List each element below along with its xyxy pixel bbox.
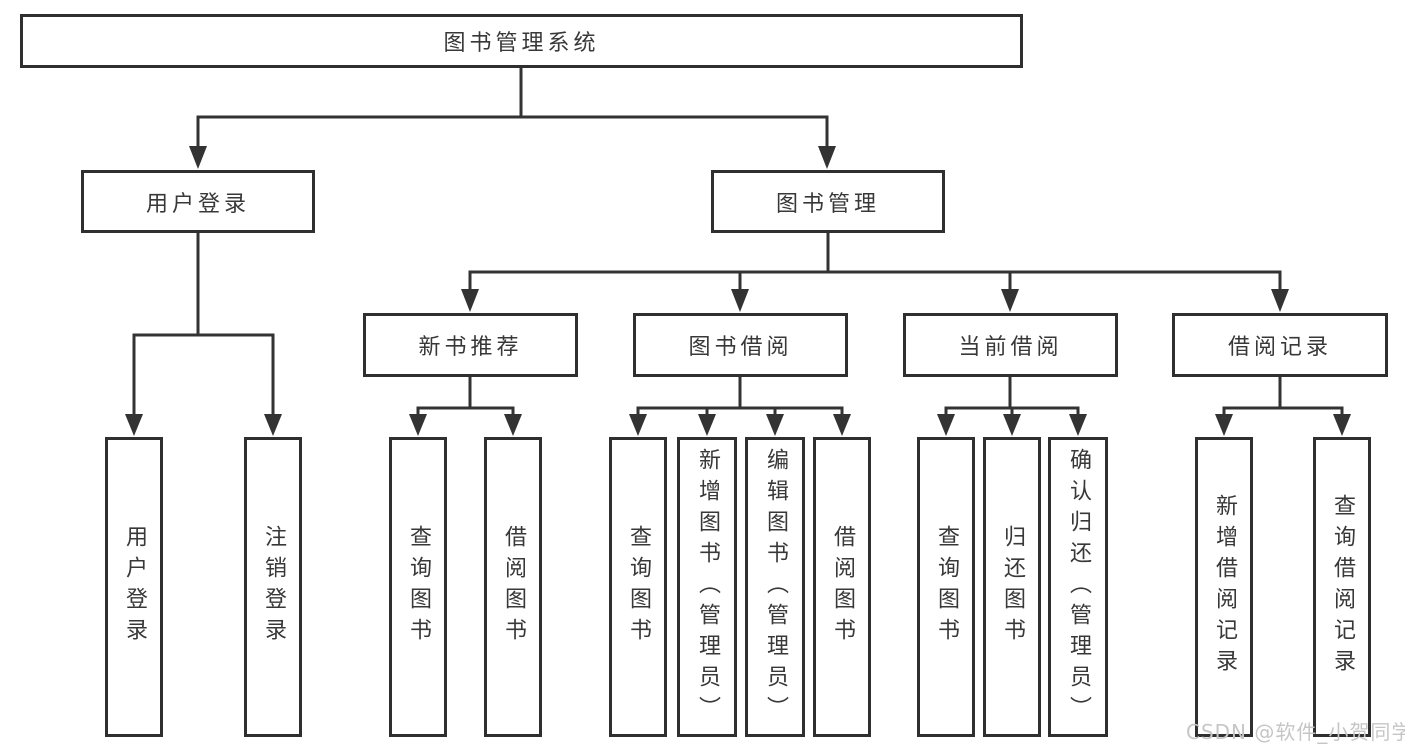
node-leaf-bor-add-label: 新增图书（管理员）	[695, 447, 720, 727]
edge-bookborrow-bar	[636, 406, 844, 415]
node-user-login: 用户登录	[81, 170, 315, 233]
node-user-login-label: 用户登录	[145, 191, 250, 217]
node-leaf-bor-borrow: 借阅图书	[813, 437, 871, 737]
node-leaf-bor-borrow-label: 借阅图书	[830, 525, 855, 649]
arrow-down-icon	[1069, 414, 1087, 436]
arrow-down-icon	[833, 414, 851, 436]
node-leaf-rec-borrow: 借阅图书	[484, 437, 542, 737]
edge-borrowrecords-bar	[1222, 406, 1344, 415]
edge-newbookrec-bar	[416, 406, 515, 415]
arrow-down-icon	[1001, 289, 1019, 312]
arrow-down-icon	[461, 289, 479, 312]
node-leaf-bor-edit: 编辑图书（管理员）	[745, 437, 805, 737]
arrow-down-icon	[731, 289, 749, 312]
edge-bookmgmt-bar	[468, 270, 1282, 291]
node-new-book-rec: 新书推荐	[363, 313, 578, 377]
arrow-down-icon	[504, 414, 522, 436]
node-leaf-bor-query: 查询图书	[609, 437, 667, 737]
edge-root-bar	[196, 115, 829, 148]
node-leaf-cur-confirm-label: 确认归还（管理员）	[1066, 447, 1091, 727]
arrow-down-icon	[1215, 414, 1233, 436]
node-leaf-logout: 注销登录	[244, 437, 302, 737]
node-borrow-records: 借阅记录	[1172, 313, 1388, 377]
node-leaf-bor-edit-label: 编辑图书（管理员）	[763, 447, 788, 727]
node-book-mgmt: 图书管理	[711, 170, 945, 233]
arrow-down-icon	[629, 414, 647, 436]
arrow-down-icon	[1333, 414, 1351, 436]
arrow-down-icon	[1271, 289, 1289, 312]
node-leaf-logout-label: 注销登录	[261, 525, 286, 649]
node-leaf-cur-return: 归还图书	[983, 437, 1041, 737]
node-leaf-records-add-label: 新增借阅记录	[1212, 494, 1237, 680]
arrow-down-icon	[937, 414, 955, 436]
node-borrow-records-label: 借阅记录	[1227, 335, 1332, 360]
node-leaf-login-label: 用户登录	[122, 525, 147, 649]
node-book-borrow: 图书借阅	[633, 313, 848, 377]
node-root: 图书管理系统	[20, 14, 1023, 68]
node-book-mgmt-label: 图书管理	[775, 191, 880, 217]
node-leaf-rec-query-label: 查询图书	[406, 525, 431, 649]
arrow-down-icon	[766, 414, 784, 436]
node-leaf-records-query-label: 查询借阅记录	[1330, 494, 1355, 680]
node-leaf-records-add: 新增借阅记录	[1195, 437, 1253, 737]
node-root-label: 图书管理系统	[443, 31, 600, 56]
node-leaf-cur-return-label: 归还图书	[1000, 525, 1025, 649]
arrow-down-icon	[264, 414, 282, 436]
csdn-watermark: CSDN @软件_小贺同学	[1186, 720, 1405, 744]
node-leaf-rec-borrow-label: 借阅图书	[501, 525, 526, 649]
node-new-book-rec-label: 新书推荐	[418, 335, 523, 360]
arrow-down-icon	[189, 146, 207, 169]
node-current-borrow-label: 当前借阅	[958, 335, 1063, 360]
arrow-down-icon	[1003, 414, 1021, 436]
node-current-borrow: 当前借阅	[903, 313, 1118, 377]
edge-userlogin-bar	[132, 333, 275, 415]
node-leaf-cur-query-label: 查询图书	[934, 525, 959, 649]
node-book-borrow-label: 图书借阅	[688, 335, 793, 360]
arrow-down-icon	[409, 414, 427, 436]
arrow-down-icon	[698, 414, 716, 436]
node-leaf-bor-add: 新增图书（管理员）	[677, 437, 737, 737]
node-leaf-rec-query: 查询图书	[389, 437, 447, 737]
node-leaf-login: 用户登录	[105, 437, 163, 737]
arrow-down-icon	[818, 146, 836, 169]
arrow-down-icon	[125, 414, 143, 436]
node-leaf-cur-confirm: 确认归还（管理员）	[1048, 437, 1108, 737]
node-leaf-cur-query: 查询图书	[917, 437, 975, 737]
node-leaf-bor-query-label: 查询图书	[626, 525, 651, 649]
node-leaf-records-query: 查询借阅记录	[1313, 437, 1371, 737]
